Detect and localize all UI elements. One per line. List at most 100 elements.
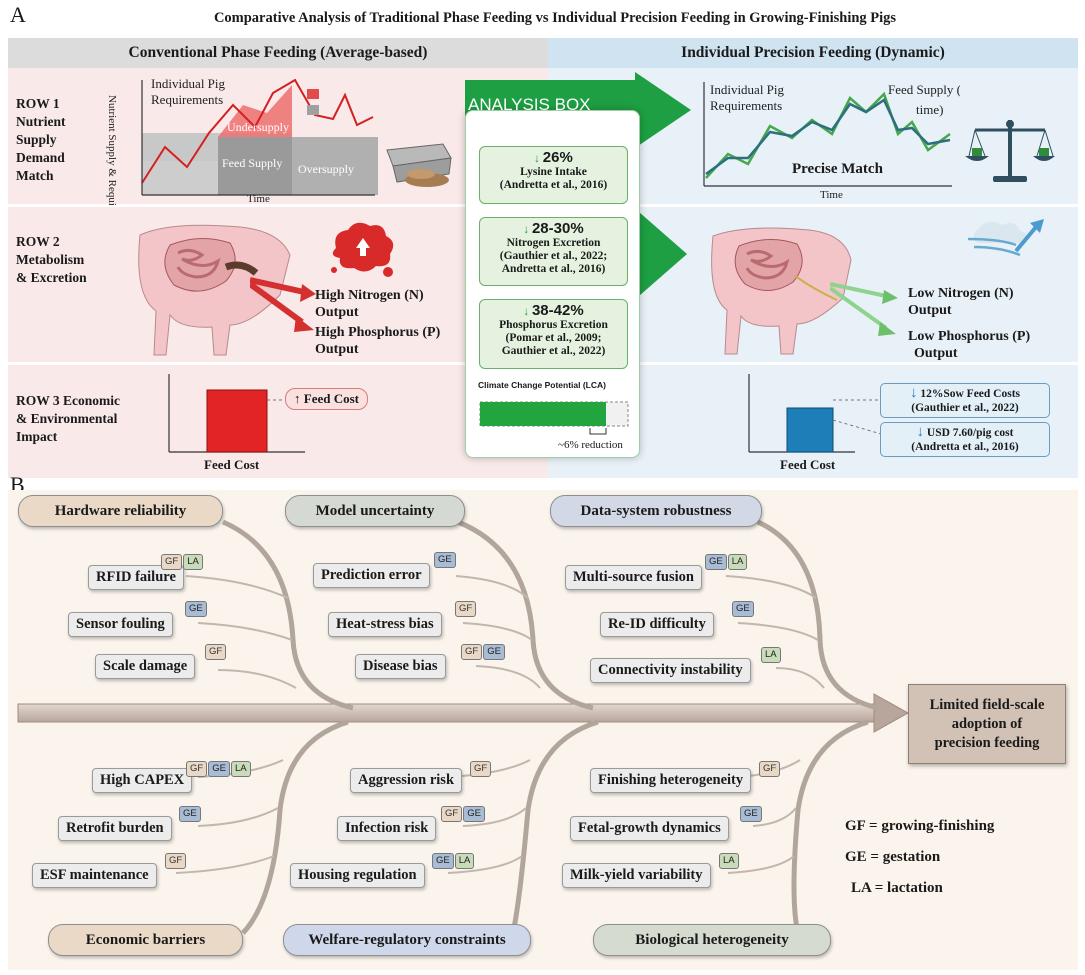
legend-gf: GF = growing-finishing — [845, 818, 995, 834]
req-label-1: Individual Pig — [710, 82, 785, 97]
tags-heat-stress-bias: GF — [454, 598, 477, 617]
low-nitrogen-label: Low Nitrogen (N)Output — [908, 286, 1014, 318]
time-axis-label: Time — [820, 189, 843, 201]
left-column-header: Conventional Phase Feeding (Average-base… — [8, 38, 548, 68]
output-arrows — [250, 277, 316, 332]
supply-label-2: time) — [916, 102, 943, 117]
req-label-2: Requirements — [710, 98, 782, 113]
pig-digestive-icon-right — [711, 227, 852, 355]
feed-cost-bar-high — [206, 389, 268, 453]
branch-biological — [791, 719, 869, 934]
branch-welfare — [510, 719, 599, 934]
high-nitrogen-label: High Nitrogen (N)Output — [315, 288, 424, 320]
tags-fetal-growth-dynamics: GE — [739, 803, 762, 822]
feed-cost-bar-low — [786, 407, 834, 453]
lca-reduced-fill — [480, 402, 606, 426]
supply-label-1: Feed Supply (Real- — [888, 82, 960, 97]
excretion-cloud-icon — [331, 222, 394, 277]
category-hardware-reliability: Hardware reliability — [18, 495, 223, 527]
oversupply-label: Oversupply — [298, 162, 354, 176]
feed-supply-step-high — [292, 137, 378, 195]
category-biological-heterogeneity: Biological heterogeneity — [593, 924, 831, 956]
tags-connectivity-instability: LA — [760, 644, 781, 663]
cause-esf-maintenance: ESF maintenance — [32, 863, 157, 888]
tags-re-id-difficulty: GE — [731, 598, 754, 617]
cause-multi-source-fusion: Multi-source fusion — [565, 565, 702, 590]
lca-label: Climate Change Potential (LCA) — [478, 380, 606, 390]
branch-hardware — [222, 519, 354, 711]
legend-grey-swatch — [307, 105, 319, 115]
precise-match-label: Precise Match — [792, 161, 884, 177]
balance-scale-icon — [965, 120, 1055, 182]
spine-arrowhead — [873, 693, 910, 733]
main-spine — [17, 703, 879, 723]
legend-red-swatch — [307, 89, 319, 99]
feed-trough-icon — [386, 143, 452, 187]
lca-bar — [479, 401, 629, 435]
req-label-2: Requirements — [151, 92, 223, 107]
stage-legend: GF = growing-finishing GE = gestation LA… — [845, 811, 994, 904]
left-feed-cost-axis-label: Feed Cost — [204, 457, 260, 472]
undersupply-area — [218, 85, 292, 137]
category-economic-barriers: Economic barriers — [48, 924, 243, 956]
cause-aggression-risk: Aggression risk — [350, 768, 463, 793]
cause-high-capex: High CAPEX — [92, 768, 193, 793]
time-axis-label: Time — [247, 193, 270, 205]
tags-retrofit-burden: GE — [178, 803, 201, 822]
feed-supply-label: Feed Supply — [222, 156, 282, 170]
tags-esf-maintenance: GF — [164, 850, 187, 869]
category-data-system-robustness: Data-system robustness — [550, 495, 762, 527]
cause-housing-regulation: Housing regulation — [290, 863, 425, 888]
branch-data — [756, 519, 879, 711]
cause-re-id-difficulty: Re-ID difficulty — [600, 612, 714, 637]
cause-sensor-fouling: Sensor fouling — [68, 612, 173, 637]
cause-prediction-error: Prediction error — [313, 563, 430, 588]
real-time-supply-line — [705, 98, 951, 176]
tags-scale-damage: GF — [204, 641, 227, 660]
branch-economic — [241, 719, 349, 935]
right-column-header: Individual Precision Feeding (Dynamic) — [548, 38, 1078, 68]
legend-ge: GE = gestation — [845, 849, 941, 865]
cause-infection-risk: Infection risk — [337, 816, 437, 841]
feed-cost-up-badge: ↑ Feed Cost — [285, 388, 368, 410]
right-feed-cost-chart — [748, 374, 896, 453]
fishbone-background — [8, 490, 1078, 970]
cause-retrofit-burden: Retrofit burden — [58, 816, 172, 841]
low-output-arrows — [830, 282, 898, 336]
cause-milk-yield-variability: Milk-yield variability — [562, 863, 711, 888]
right-supply-chart: Time Individual Pig Requirements Feed Su… — [703, 82, 960, 201]
individual-requirement-line — [141, 78, 374, 184]
low-phosphorus-label: Low Phosphorus (P)Output — [908, 329, 1031, 361]
cause-fetal-growth-dynamics: Fetal-growth dynamics — [570, 816, 729, 841]
y-axis-label: Nutrient Supply & Requirements — [106, 95, 118, 205]
cause-disease-bias: Disease bias — [355, 654, 446, 679]
pig-cost-box: ↓ USD 7.60/pig cost (Andretta et al., 20… — [880, 422, 1050, 457]
tags-prediction-error: GE — [433, 549, 456, 568]
undersupply-label: Undersupply — [227, 120, 289, 134]
req-label-1: Individual Pig — [151, 76, 226, 91]
lca-reduction-label: ~6% reduction — [558, 439, 623, 451]
left-feed-cost-chart — [168, 374, 305, 453]
fresh-air-icon — [967, 219, 1044, 257]
fishbone-skeleton — [17, 519, 910, 935]
sow-feed-cost-box: ↓ 12%Sow Feed Costs (Gauthier et al., 20… — [880, 383, 1050, 418]
left-supply-chart: Time Nutrient Supply & Requirements Indi… — [106, 76, 378, 205]
tags-milk-yield-variability: LA — [718, 850, 739, 869]
cause-heat-stress-bias: Heat-stress bias — [328, 612, 442, 637]
category-welfare-regulatory: Welfare-regulatory constraints — [283, 924, 531, 956]
category-model-uncertainty: Model uncertainty — [285, 495, 465, 527]
nitrogen-evidence-card: ↓ 28-30% Nitrogen Excretion (Gauthier et… — [479, 217, 628, 286]
panel-a-letter: A — [10, 2, 26, 27]
tags-aggression-risk: GF — [469, 758, 492, 777]
right-feed-cost-axis-label: Feed Cost — [780, 457, 836, 472]
pig-digestive-icon — [138, 224, 291, 356]
high-phosphorus-label: High Phosphorus (P)Output — [315, 325, 441, 357]
